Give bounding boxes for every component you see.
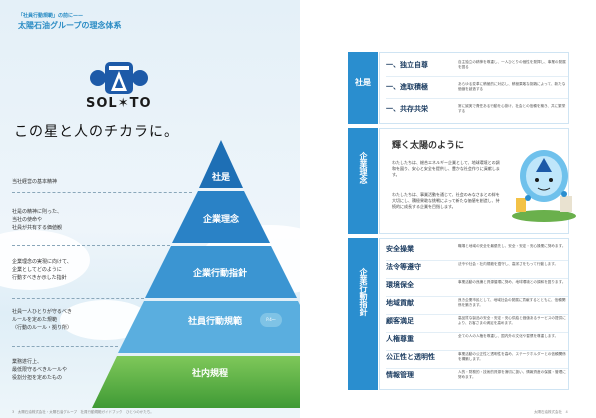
left-page: 「社員行動規範」の前に—— 太陽石油グループの理念体系 SOL✶TO この星と人…: [0, 0, 300, 418]
shaze-box: [379, 52, 569, 124]
vision-paragraph: わたしたちは、事業活動を通じて、社会のみなさまとの絆を大切にし、積極果敢な挑戦に…: [392, 192, 500, 209]
right-page: 社是 一、独立自尊 自主独立の精神を尊重し、一人ひとりの個性を発揮し、事業の発展…: [300, 0, 596, 418]
desc-line: 社員一人ひとりが守るべき: [12, 309, 72, 315]
guideline-label: 顧客満足: [386, 317, 414, 325]
mascot-illustration: [512, 150, 576, 222]
section-bar-shaze: 社是: [348, 52, 378, 124]
desc-line: 業務遂行上、: [12, 359, 43, 365]
shaze-item-label: 一、共存共栄: [386, 105, 428, 113]
logo-wordmark: SOL✶TO: [86, 96, 152, 111]
pyramid-desc-shaze: 当社経営の基本精神: [12, 178, 57, 186]
pyramid-tier-2: [172, 191, 270, 243]
guideline-label: 安全操業: [386, 245, 414, 253]
desc-line: 当社経営の基本精神: [12, 179, 58, 185]
guideline-desc: 人的・財務的・技術的資源を適切に扱い、情報資産の保護・管理に努めます。: [458, 370, 566, 379]
guideline-desc: 良き企業市民として、地域社会の発展に貢献するとともに、信頼関係を築きます。: [458, 298, 566, 307]
guideline-desc: 高品質な製品の安全・安定・安心供給と価値あるサービスの提供により、お客さまの満足…: [458, 316, 566, 325]
footer-left: 3 太陽石油株式会社・太陽石油グループ 社員行動規範ガイドブック ひとつのかたち…: [12, 410, 154, 414]
desc-line: 役割分担を定めたもの: [12, 375, 63, 381]
guideline-desc: 事業活動の公正性と透明性を高め、ステークホルダーとの信頼関係を構築します。: [458, 352, 566, 361]
page-ref-badge: P.4〜: [260, 313, 282, 327]
vision-paragraph: わたしたちは、総合エネルギー企業として、地球環境との調和を図り、安心と安全を提供…: [392, 160, 500, 177]
pyramid-desc-vision: 社是の精神に則った、 当社の使命や 社員が共有する価値観: [12, 208, 62, 232]
divider: [386, 98, 568, 99]
shaze-item-desc: 自主独立の精神を尊重し、一人ひとりの個性を発揮し、事業の発展を図る: [458, 60, 566, 69]
pyramid-tier-4: [118, 301, 300, 353]
guideline-label: 法令等遵守: [386, 263, 421, 271]
shaze-item-desc: 常に誠実で責任ある行動を心掛け、社会との信頼を築き、共に繁栄する: [458, 104, 566, 113]
philosophy-pyramid: [92, 140, 300, 408]
guideline-label: 情報管理: [386, 371, 414, 379]
guideline-label: 環境保全: [386, 281, 414, 289]
guideline-label: 公正性と透明性: [386, 353, 435, 361]
pyramid-label-vision: 企業理念: [202, 215, 239, 225]
vision-title: 輝く太陽のように: [392, 141, 465, 151]
desc-line: ルールを定めた規範: [12, 317, 58, 323]
pyramid-desc-code: 社員一人ひとりが守るべき ルールを定めた規範 （行動のルール・拠り所）: [12, 308, 72, 332]
desc-line: 社是の精神に則った、: [12, 209, 63, 215]
divider: [386, 314, 568, 315]
shaze-item-desc: あらゆる変革に積極的に対応し、積極果敢な挑戦によって、新たな価値を創造する: [458, 82, 566, 91]
pyramid-label-shaze: 社是: [211, 173, 230, 183]
solato-logo-mark: [90, 62, 148, 94]
footer-right: 太陽石油株式会社 4: [534, 410, 568, 414]
header-kicker: 「社員行動規範」の前に——: [18, 13, 84, 19]
divider: [386, 350, 568, 351]
pyramid-desc-guidelines: 企業理念の実現に向けて、 企業としてどのように 行動すべきか示した指針: [12, 258, 72, 282]
page-title: 太陽石油グループの理念体系: [18, 21, 122, 30]
pyramid-desc-rules: 業務遂行上、 最低限守るべきルールや 役割分担を定めたもの: [12, 358, 67, 382]
guideline-desc: 全ての人の人権を尊重し、国内外の文化や習慣を尊重します。: [458, 334, 559, 338]
section-bar-vision: 企業理念: [348, 128, 378, 234]
shaze-item-label: 一、独立自尊: [386, 61, 428, 69]
guideline-label: 地域貢献: [386, 299, 414, 307]
pyramid-tier-5: [92, 356, 300, 408]
pyramid-label-rules: 社内規程: [191, 369, 228, 379]
divider: [386, 76, 568, 77]
slogan: この星と人のチカラに。: [14, 124, 179, 140]
pyramid-tier-3: [145, 246, 297, 298]
guideline-desc: 職場と地域の安全を最優先し、安全・安定・安心操業に努めます。: [458, 244, 566, 248]
divider: [12, 245, 170, 246]
desc-line: 最低限守るべきルールや: [12, 367, 68, 373]
section-label-vision: 企業理念: [359, 152, 368, 184]
section-bar-guidelines: 企業行動指針: [348, 238, 378, 390]
guideline-desc: 事業活動の良識と資源循環に努め、地球環境との調和を図ります。: [458, 280, 566, 284]
section-label-shaze: 社是: [355, 78, 371, 87]
desc-line: 企業理念の実現に向けて、: [12, 259, 72, 265]
shaze-item-label: 一、進取積極: [386, 83, 428, 91]
desc-line: 当社の使命や: [12, 217, 43, 223]
pyramid-label-code: 社員行動規範: [187, 317, 242, 327]
desc-line: （行動のルール・拠り所）: [12, 325, 73, 331]
desc-line: 企業としてどのように: [12, 267, 62, 273]
desc-line: 行動すべきか示した指針: [12, 275, 67, 281]
divider: [386, 296, 568, 297]
desc-line: 社員が共有する価値観: [12, 225, 63, 231]
divider: [386, 368, 568, 369]
pyramid-label-guidelines: 企業行動指針: [192, 269, 247, 279]
guideline-label: 人権尊重: [386, 335, 414, 343]
divider: [12, 192, 192, 193]
divider: [386, 260, 568, 261]
guideline-desc: 法令や社会・社内規範を遵守し、高潔さをもって行動します。: [458, 262, 559, 266]
pyramid-tier-1: [199, 140, 243, 188]
divider: [386, 278, 568, 279]
divider: [386, 332, 568, 333]
section-label-guidelines: 企業行動指針: [359, 268, 368, 316]
divider: [12, 298, 144, 299]
divider: [12, 346, 118, 347]
solato-logo: [88, 58, 150, 108]
